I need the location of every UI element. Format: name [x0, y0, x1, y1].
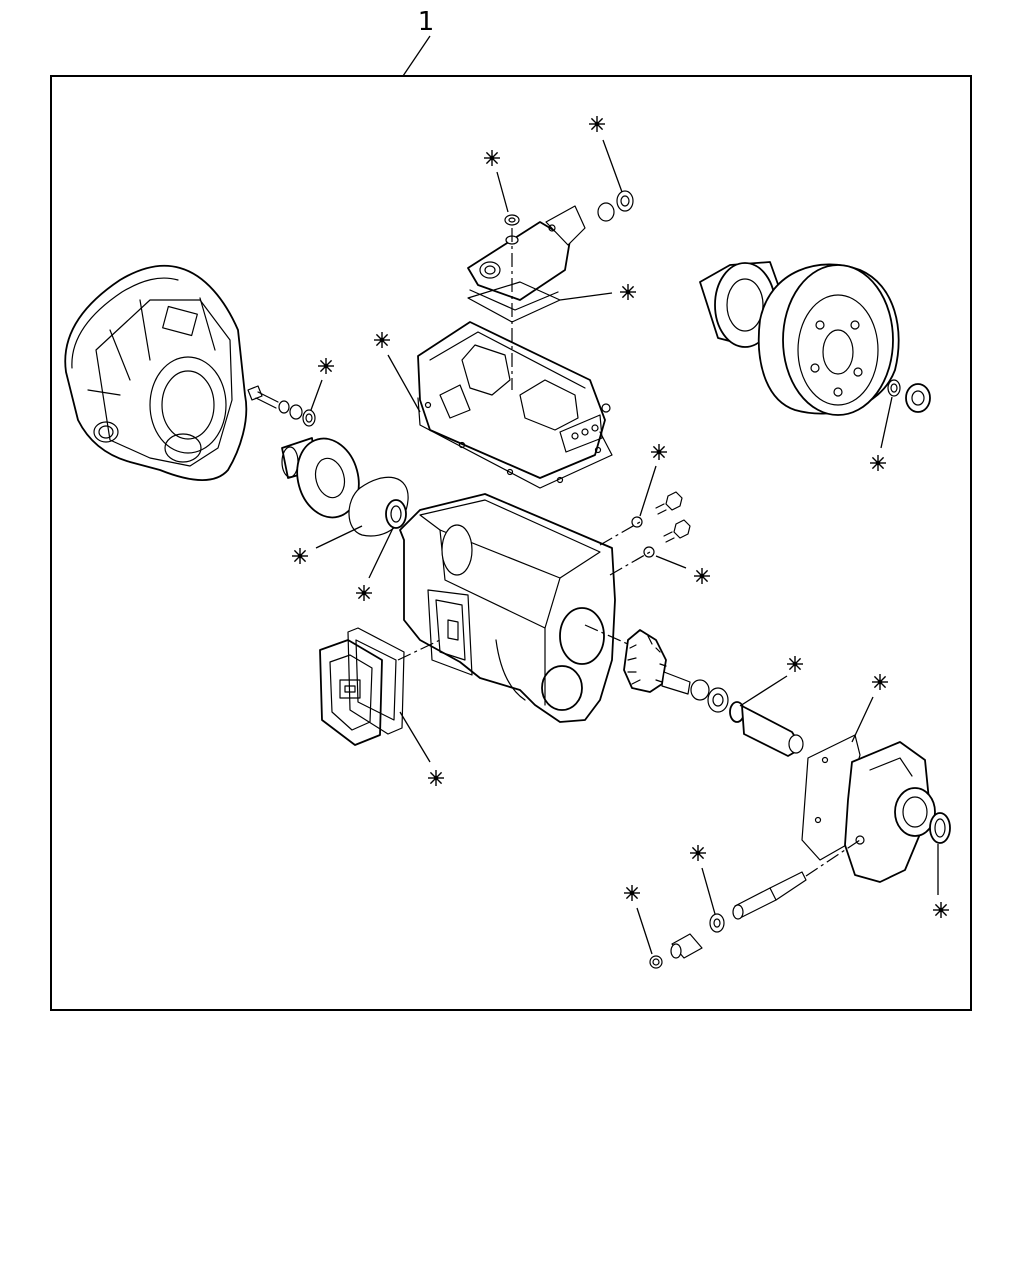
item-callout-leader: [402, 35, 431, 77]
speedometer-seal: [709, 913, 725, 933]
kit-component-asterisk-icon: [291, 547, 309, 565]
kit-component-asterisk-icon: [373, 331, 391, 349]
transmission-case: [399, 493, 616, 723]
speedometer-sleeve: [670, 933, 703, 959]
kit-frame: [50, 75, 972, 1011]
shifter-housing: [467, 205, 586, 311]
kit-component-asterisk-icon: [932, 901, 950, 919]
speedometer-shaft: [732, 871, 807, 920]
kit-component-asterisk-icon: [693, 567, 711, 585]
kit-component-asterisk-icon: [871, 673, 889, 691]
shift-cover-gasket: [417, 397, 613, 489]
rear-extension-housing: [801, 734, 936, 883]
kit-component-asterisk-icon: [786, 655, 804, 673]
pto-cover: [319, 639, 383, 746]
parking-brake-drum: [757, 263, 900, 416]
kit-component-asterisk-icon: [427, 769, 445, 787]
pto-cover-gasket: [347, 627, 405, 735]
kit-component-asterisk-icon: [619, 283, 637, 301]
housing-bolt: [247, 385, 316, 427]
kit-component-asterisk-icon: [588, 115, 606, 133]
bearing-retainer: [281, 437, 360, 519]
kit-component-asterisk-icon: [689, 844, 707, 862]
kit-markers: [291, 115, 950, 955]
kit-component-asterisk-icon: [650, 443, 668, 461]
retainer-gasket: [348, 476, 409, 537]
output-washer: [887, 379, 931, 413]
kit-component-asterisk-icon: [869, 454, 887, 472]
shifter-seal-ring: [504, 214, 520, 226]
shift-cover-assembly: [417, 321, 611, 479]
kit-component-asterisk-icon: [355, 584, 373, 602]
item-callout-number: 1: [418, 7, 435, 37]
shifter-bushing: [597, 190, 634, 222]
rear-oil-seal: [929, 812, 951, 844]
shaft-bearings: [690, 679, 804, 757]
input-gear: [623, 629, 691, 695]
speedometer-bushing: [649, 955, 663, 969]
kit-component-asterisk-icon: [317, 357, 335, 375]
kit-component-asterisk-icon: [483, 149, 501, 167]
clutch-housing: [64, 264, 248, 482]
kit-component-asterisk-icon: [623, 884, 641, 902]
case-bolts: [631, 491, 691, 558]
